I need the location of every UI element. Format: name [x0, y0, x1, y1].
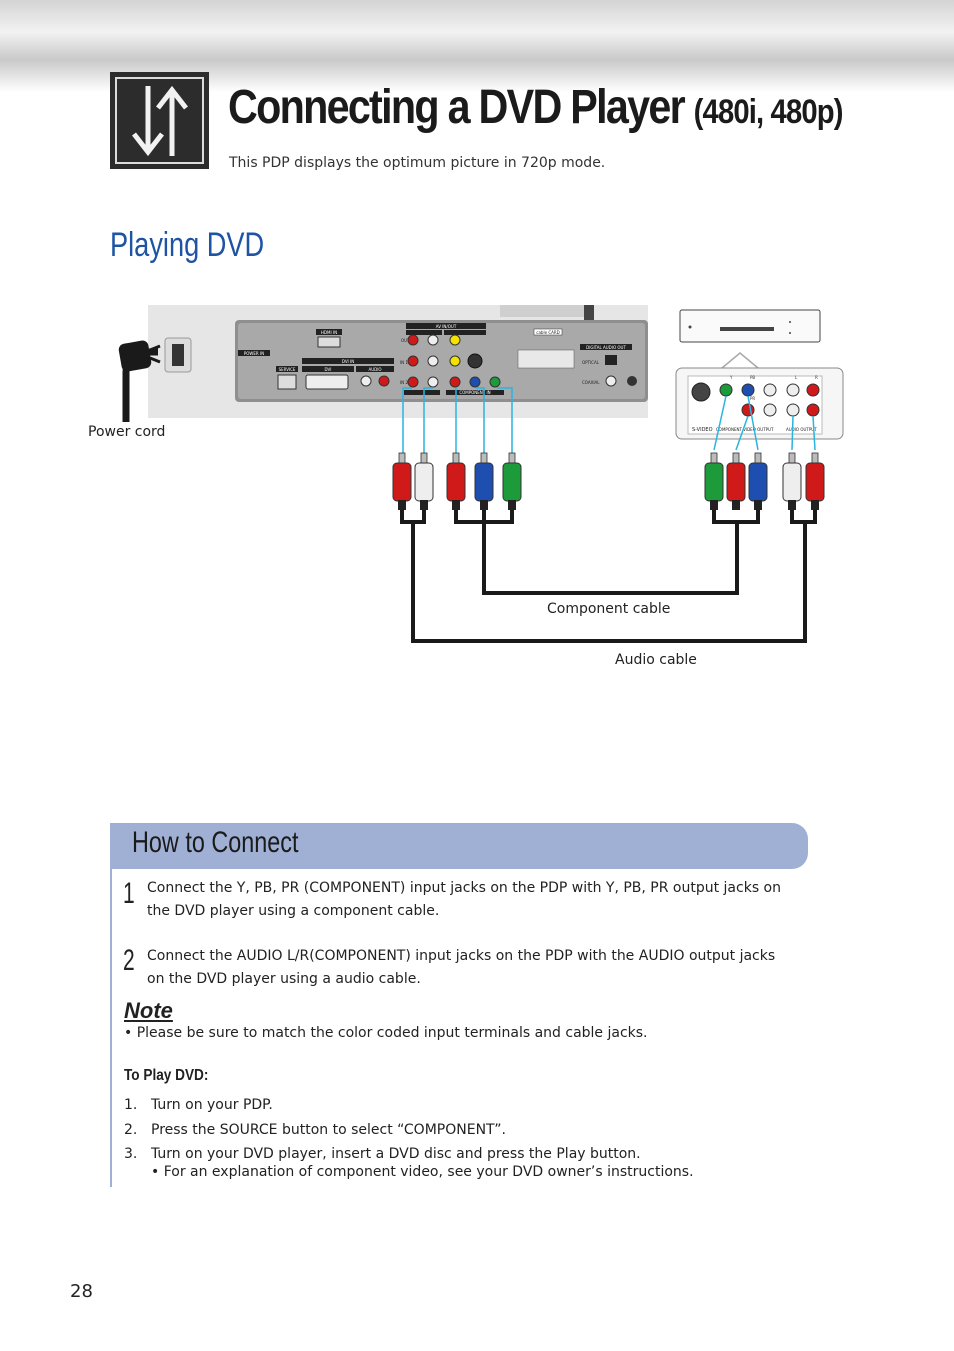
page-number: 28 [70, 1281, 93, 1302]
list-item: 2. Press the SOURCE button to select “COM… [124, 1122, 506, 1138]
label-in2: IN 2 [400, 380, 408, 385]
list-item-text: Turn on your PDP. [151, 1097, 273, 1113]
page-title: Connecting a DVD Player (480i, 480p) [228, 80, 844, 135]
label-hdmi-in: HDMI IN [321, 330, 337, 335]
label-cable-card: cable CARD [536, 330, 559, 335]
list-item-text: Turn on your DVD player, insert a DVD di… [151, 1146, 641, 1162]
label-out: OUT [401, 338, 410, 343]
rca-plug-10 [805, 452, 825, 510]
list-item-number: 1. [124, 1097, 138, 1113]
play-dvd-heading: To Play DVD: [124, 1067, 209, 1084]
step-1-number: 1 [123, 877, 135, 910]
dvd-label-l: L [795, 375, 798, 380]
cables [400, 508, 817, 643]
dvd-label-component-video-output: COMPONENT VIDEO OUTPUT [716, 427, 774, 432]
list-item-number: 2. [124, 1122, 138, 1138]
rca-plug-4 [474, 452, 494, 510]
how-to-connect-header [110, 823, 808, 869]
label-coaxial: COAXIAL [582, 380, 600, 385]
dvd-label-pr: PR [750, 396, 755, 401]
label-service: SERVICE [279, 367, 296, 372]
label-digital-audio-out: DIGITAL AUDIO OUT [586, 345, 626, 350]
label-dvi-audio: AUDIO [368, 367, 381, 372]
label-optical: OPTICAL [582, 360, 600, 365]
label-av-in-out: AV IN/OUT [436, 324, 457, 329]
audio-cable-label: Audio cable [615, 652, 697, 668]
label-component-in: COMPONENT IN [459, 390, 490, 395]
rca-plug-7 [726, 452, 746, 510]
label-in1: IN 1 [400, 360, 408, 365]
title-main: Connecting a DVD Player [228, 81, 686, 134]
play-sub-note: • For an explanation of component video,… [151, 1164, 694, 1180]
page-subtitle: This PDP displays the optimum picture in… [229, 155, 606, 171]
rca-plug-1 [392, 452, 412, 510]
step-2-number: 2 [123, 944, 135, 977]
rca-plug-8 [748, 452, 768, 510]
dvd-label-y: Y [729, 375, 733, 380]
dvd-label-s-video: S-VIDEO [692, 427, 713, 433]
note-heading: Note [124, 998, 173, 1023]
list-item-number: 3. [124, 1146, 138, 1162]
list-item-text: Press the SOURCE button to select “COMPO… [151, 1122, 506, 1138]
rca-plug-2 [414, 452, 434, 510]
component-cable-label: Component cable [547, 601, 671, 617]
dvd-label-audio-output: AUDIO OUTPUT [786, 427, 817, 432]
how-to-connect-title: How to Connect [132, 826, 299, 859]
label-power-in: POWER IN [244, 351, 264, 356]
list-item: 1. Turn on your PDP. [124, 1097, 273, 1113]
rca-plug-5 [502, 452, 522, 510]
note-text: • Please be sure to match the color code… [124, 1025, 648, 1041]
step-2-text: Connect the AUDIO L/R(COMPONENT) input j… [147, 948, 776, 987]
power-cord-label: Power cord [88, 424, 166, 440]
dvd-label-pb: PB [750, 375, 755, 380]
dvd-player [679, 309, 821, 343]
cable-guide-lines [402, 387, 816, 455]
rca-plug-6 [704, 452, 724, 510]
rca-plug-3 [446, 452, 466, 510]
step-1-text: Connect the Y, PB, PR (COMPONENT) input … [147, 880, 781, 919]
label-dvi-in: DVI IN [342, 359, 354, 364]
section-rule [110, 869, 112, 1187]
connection-diagram: HDMI IN POWER IN SERVICE DVI IN DVI AUDI… [118, 305, 844, 643]
rca-plug-9 [782, 452, 802, 510]
title-paren: (480i, 480p) [693, 93, 844, 131]
connection-arrows-icon [110, 72, 209, 169]
label-dvi: DVI [325, 367, 332, 372]
section-title: Playing DVD [110, 226, 265, 264]
list-item: 3. Turn on your DVD player, insert a DVD … [124, 1146, 641, 1162]
cable-plugs [392, 452, 825, 510]
dvd-label-r: R [815, 375, 818, 380]
